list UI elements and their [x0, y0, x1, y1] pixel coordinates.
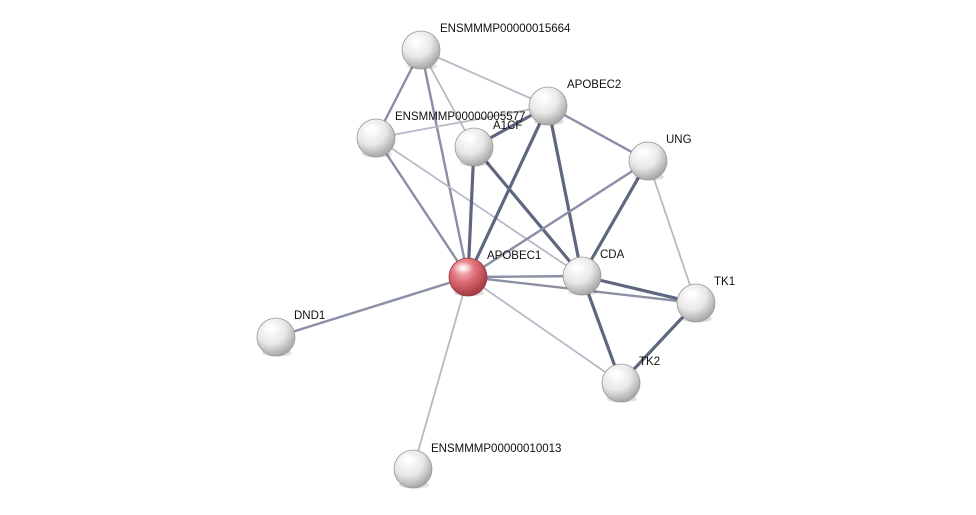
- node-label-ung: UNG: [666, 134, 692, 146]
- edge-apobec2-cda: [546, 104, 584, 278]
- node-highlight: [453, 262, 473, 274]
- edge-ung-cda: [580, 159, 650, 278]
- labels-layer: ENSMMMP00000015664APOBEC2ENSMMMP00000005…: [294, 23, 735, 455]
- edge-apobec1-ensmmmp00000010013: [412, 276, 469, 470]
- edge-apobec1-dnd1: [274, 275, 470, 339]
- node-apobec1[interactable]: [448, 257, 488, 297]
- node-apobec2[interactable]: [528, 86, 568, 126]
- node-cda[interactable]: [562, 256, 602, 296]
- nodes-layer: [256, 30, 716, 489]
- node-label-a1cf: A1CF: [493, 120, 522, 132]
- node-highlight: [459, 132, 479, 144]
- node-label-ensmmmp00000010013: ENSMMMP00000010013: [431, 443, 561, 455]
- node-tk2[interactable]: [601, 363, 641, 403]
- node-highlight: [567, 261, 587, 273]
- node-label-cda: CDA: [600, 249, 625, 261]
- node-tk1[interactable]: [676, 283, 716, 323]
- node-label-ensmmmp00000005577: ENSMMMP00000005577: [395, 111, 525, 123]
- node-highlight: [406, 35, 426, 47]
- edge-ung-apobec1: [466, 159, 650, 279]
- node-label-tk2: TK2: [639, 356, 660, 368]
- edge-ensmmmp00000005577-cda: [375, 137, 583, 277]
- node-a1cf[interactable]: [454, 127, 494, 167]
- node-label-dnd1: DND1: [294, 310, 325, 322]
- node-label-apobec2: APOBEC2: [567, 79, 621, 91]
- node-highlight: [606, 368, 626, 380]
- node-highlight: [681, 288, 701, 300]
- edge-ensmmmp00000005577-apobec2: [375, 105, 549, 139]
- edge-ensmmmp00000015664-apobec2: [420, 49, 549, 107]
- edge-a1cf-cda: [472, 145, 584, 278]
- node-highlight: [633, 146, 653, 158]
- node-ung[interactable]: [628, 141, 668, 181]
- node-label-tk1: TK1: [714, 276, 735, 288]
- node-ensmmmp00000010013[interactable]: [393, 449, 433, 489]
- node-dnd1[interactable]: [256, 317, 296, 357]
- node-highlight: [361, 123, 381, 135]
- node-highlight: [533, 91, 553, 103]
- edge-apobec1-tk2: [467, 276, 622, 384]
- node-ensmmmp00000005577[interactable]: [356, 118, 396, 158]
- edge-apobec2-apobec1: [466, 104, 550, 279]
- node-label-apobec1: APOBEC1: [487, 250, 541, 262]
- node-highlight: [261, 322, 281, 334]
- edge-ensmmmp00000005577-apobec1: [374, 136, 470, 279]
- edge-a1cf-apobec1: [466, 145, 476, 279]
- node-highlight: [398, 454, 418, 466]
- node-ensmmmp00000015664[interactable]: [401, 30, 441, 70]
- node-label-ensmmmp00000015664: ENSMMMP00000015664: [440, 23, 571, 35]
- edge-cda-tk1: [580, 274, 698, 305]
- edge-ensmmmp00000015664-apobec1: [419, 48, 470, 279]
- edge-ung-tk1: [647, 160, 697, 304]
